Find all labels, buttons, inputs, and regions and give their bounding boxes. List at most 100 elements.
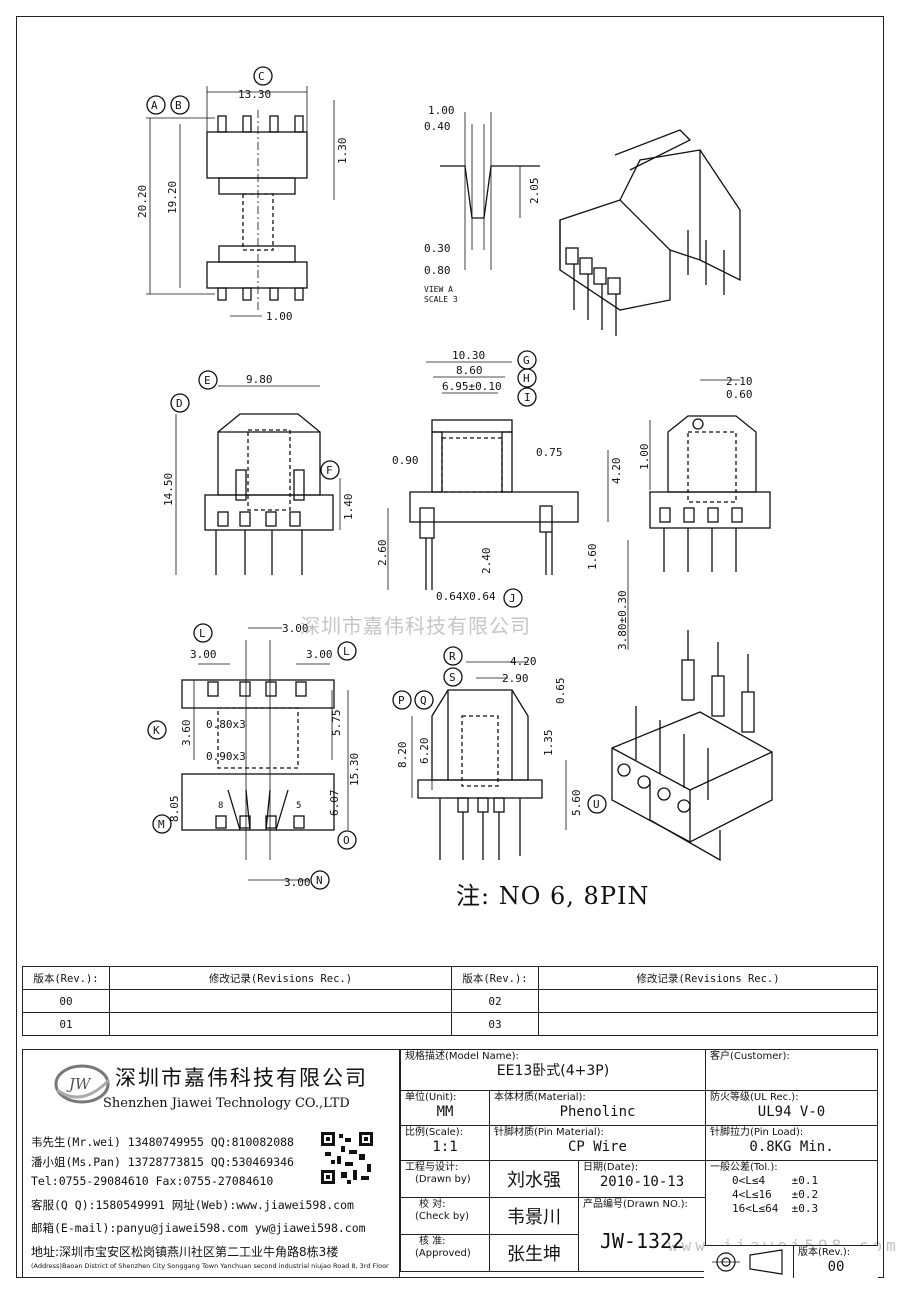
rec-cell bbox=[109, 1012, 452, 1036]
rev-label-bottom: 版本(Rev.): bbox=[798, 1247, 851, 1258]
title-block: 规格描述(Model Name): EE13卧式(4+3P) 客户(Custom… bbox=[400, 1049, 878, 1272]
dim-0-80x3: 0.80x3 bbox=[206, 718, 246, 731]
va-dim-1: 1.00 bbox=[428, 104, 455, 117]
iso-view-top bbox=[559, 129, 741, 336]
dim-1-60: 1.60 bbox=[586, 544, 599, 571]
drawn-label-cn: 工程与设计: bbox=[405, 1162, 459, 1173]
rec-header-2: 修改记录(Revisions Rec.) bbox=[538, 966, 878, 990]
revision-header-row: 版本(Rev.): 修改记录(Revisions Rec.) 版本(Rev.):… bbox=[22, 966, 878, 990]
label-o: O bbox=[343, 834, 350, 847]
unit-label: 单位(Unit): bbox=[405, 1092, 457, 1103]
approve-by-value: 张生坤 bbox=[489, 1234, 579, 1272]
ul-value: UL94 V-0 bbox=[757, 1104, 826, 1120]
dim-0-65: 0.65 bbox=[554, 678, 567, 705]
dim-1-35: 1.35 bbox=[542, 730, 555, 757]
table-row: 00 02 bbox=[22, 989, 878, 1013]
label-m: M bbox=[158, 818, 165, 831]
model-label: 规格描述(Model Name): bbox=[405, 1051, 519, 1062]
end-view bbox=[627, 379, 771, 650]
dim-13-30: 13.30 bbox=[238, 88, 271, 101]
pin-load-cell: 针脚拉力(Pin Load): 0.8KG Min. bbox=[705, 1125, 878, 1161]
side-view bbox=[387, 350, 609, 608]
date-label: 日期(Date): bbox=[583, 1162, 639, 1173]
address-en: (Address)Baoan District of Shenzhen City… bbox=[31, 1262, 389, 1270]
unit-cell: 单位(Unit): MM bbox=[400, 1090, 490, 1126]
label-h: H bbox=[523, 372, 530, 385]
dim-10-30: 10.30 bbox=[452, 349, 485, 362]
dim-19-20: 19.20 bbox=[166, 181, 179, 214]
label-r: R bbox=[449, 650, 456, 663]
dim-8-60: 8.60 bbox=[456, 364, 483, 377]
dim-3-00-b: 3.00 bbox=[190, 648, 217, 661]
front-view bbox=[170, 370, 341, 575]
tel-fax: Tel:0755-29084610 Fax:0755-27084610 bbox=[31, 1174, 274, 1188]
view-a bbox=[440, 112, 540, 270]
approve-label-en: (Approved) bbox=[415, 1248, 471, 1259]
label-f: F bbox=[326, 464, 333, 477]
scale-value: 1:1 bbox=[432, 1139, 458, 1155]
contact-pan: 潘小姐(Ms.Pan) 13728773815 QQ:530469346 bbox=[31, 1155, 294, 1169]
dim-0-90x3: 0.90x3 bbox=[206, 750, 246, 763]
row-unit: 单位(Unit): MM 本体材质(Material): Phenolinc 防… bbox=[400, 1090, 878, 1126]
label-e: E bbox=[204, 374, 211, 387]
dim-6-07: 6.07 bbox=[328, 790, 341, 817]
pin-8: 8 bbox=[218, 801, 223, 811]
company-name-en: Shenzhen Jiawei Technology CO.,LTD bbox=[103, 1096, 350, 1111]
dim-6-95: 6.95±0.10 bbox=[442, 380, 502, 393]
rev-cell: 01 bbox=[22, 1012, 110, 1036]
material-cell: 本体材质(Material): Phenolinc bbox=[489, 1090, 706, 1126]
dim-3-60: 3.60 bbox=[180, 720, 193, 747]
tolerance-3: 16<L≤64 ±0.3 bbox=[732, 1202, 819, 1215]
date-value: 2010-10-13 bbox=[599, 1174, 685, 1190]
dim-4-20-sec: 4.20 bbox=[510, 655, 537, 668]
dim-4-20: 4.20 bbox=[610, 458, 623, 485]
label-q: Q bbox=[420, 694, 427, 707]
rev-header-2: 版本(Rev.): bbox=[451, 966, 539, 990]
tolerance-2: 4<L≤16 ±0.2 bbox=[732, 1188, 819, 1201]
material-label: 本体材质(Material): bbox=[494, 1092, 586, 1103]
address-cn: 地址:深圳市宝安区松岗镇燕川社区第二工业牛角路8栋3楼 bbox=[31, 1245, 339, 1259]
date-cell: 日期(Date): 2010-10-13 bbox=[578, 1160, 706, 1198]
va-dim-5: 0.80 bbox=[424, 264, 451, 277]
label-k: K bbox=[153, 724, 160, 737]
label-a: A bbox=[151, 99, 158, 112]
dim-15-30: 15.30 bbox=[348, 753, 361, 786]
label-g: G bbox=[523, 354, 530, 367]
model-cell: 规格描述(Model Name): EE13卧式(4+3P) bbox=[400, 1049, 706, 1091]
check-label-en: (Check by) bbox=[415, 1211, 470, 1222]
pin-load-value: 0.8KG Min. bbox=[749, 1139, 834, 1155]
scale-label: 比例(Scale): bbox=[405, 1127, 464, 1138]
dim-3-00-a: 3.00 bbox=[282, 622, 309, 635]
dim-9-80: 9.80 bbox=[246, 373, 273, 386]
logo-text: JW bbox=[66, 1075, 92, 1093]
contact-wei: 韦先生(Mr.wei) 13480749955 QQ:810082088 bbox=[31, 1135, 294, 1149]
bottom-view bbox=[147, 623, 357, 890]
model-value: EE13卧式(4+3P) bbox=[496, 1063, 610, 1079]
drawing-number-value: JW-1322 bbox=[599, 1229, 685, 1253]
dim-0-90: 0.90 bbox=[392, 454, 419, 467]
customer-label: 客户(Customer): bbox=[710, 1051, 790, 1062]
rec-cell bbox=[109, 989, 452, 1013]
drawn-label-cell: 工程与设计: (Drawn by) bbox=[400, 1160, 490, 1198]
label-n: N bbox=[316, 874, 323, 887]
watermark-text: 深圳市嘉伟科技有限公司 bbox=[300, 614, 531, 638]
rev-cell: 03 bbox=[451, 1012, 539, 1036]
material-value: Phenolinc bbox=[559, 1104, 636, 1120]
dim-1-00-end: 1.00 bbox=[638, 444, 651, 471]
va-dim-3: 2.05 bbox=[528, 178, 541, 205]
label-l-1: L bbox=[199, 627, 206, 640]
revision-table: 版本(Rev.): 修改记录(Revisions Rec.) 版本(Rev.):… bbox=[22, 966, 878, 1036]
dim-2-90: 2.90 bbox=[502, 672, 529, 685]
dim-2-40: 2.40 bbox=[480, 548, 493, 575]
label-i: I bbox=[524, 391, 531, 404]
dim-8-20: 8.20 bbox=[396, 742, 409, 769]
dim-1-40: 1.40 bbox=[342, 494, 355, 521]
tolerance-1: 0<L≤4 ±0.1 bbox=[732, 1174, 819, 1187]
dim-3-00-d: 3.00 bbox=[284, 876, 311, 889]
drawn-by-value: 刘水强 bbox=[489, 1160, 579, 1198]
ul-cell: 防火等级(UL Rec.): UL94 V-0 bbox=[705, 1090, 878, 1126]
company-name-cn: 深圳市嘉伟科技有限公司 bbox=[115, 1066, 368, 1090]
label-d: D bbox=[176, 397, 183, 410]
rev-cell-bottom: 版本(Rev.): 00 bbox=[794, 1245, 878, 1278]
pin-material-value: CP Wire bbox=[567, 1139, 627, 1155]
